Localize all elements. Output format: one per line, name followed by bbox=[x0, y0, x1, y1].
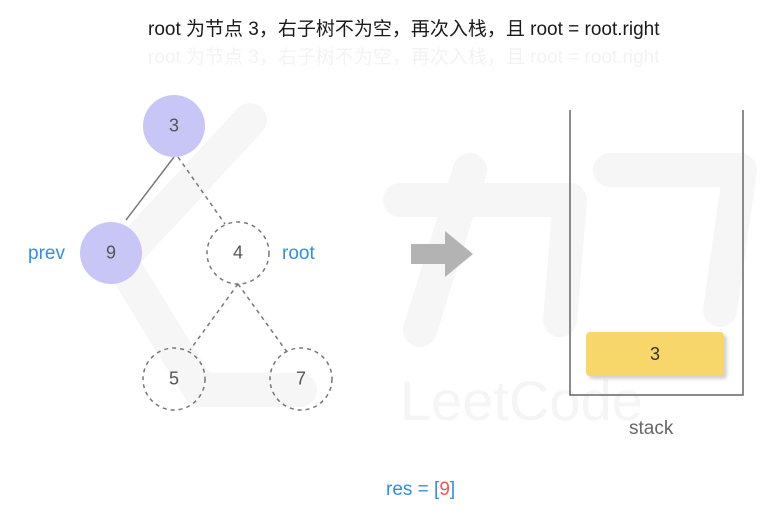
edge-4-7 bbox=[237, 283, 288, 353]
tree-node-3 bbox=[143, 95, 205, 157]
right-arrow-icon bbox=[411, 231, 473, 277]
node-label-3: 3 bbox=[168, 115, 179, 136]
result-prefix: res = [ bbox=[386, 479, 440, 500]
stack-container bbox=[569, 110, 744, 396]
node-label-4: 4 bbox=[232, 242, 243, 263]
tree-node-5 bbox=[142, 347, 206, 411]
stack-item-value: 3 bbox=[649, 343, 660, 364]
edge-3-4 bbox=[177, 156, 226, 225]
stack-item: 3 bbox=[586, 332, 724, 376]
node-label-5: 5 bbox=[168, 368, 179, 389]
result-list: res = [9] bbox=[386, 479, 455, 501]
tree-node-9 bbox=[80, 222, 142, 284]
step-caption-echo: root 为节点 3，右子树不为空，再次入栈，且 root = root.rig… bbox=[148, 47, 660, 68]
edge-4-5 bbox=[189, 283, 239, 351]
root-pointer-label: root bbox=[282, 243, 315, 264]
stack-label: stack bbox=[629, 418, 674, 439]
result-value: 9 bbox=[439, 479, 450, 500]
node-label-9: 9 bbox=[105, 242, 116, 263]
edge-3-9 bbox=[125, 156, 175, 221]
node-label-7: 7 bbox=[295, 368, 306, 389]
tree-node-4 bbox=[206, 221, 270, 285]
step-caption: root 为节点 3，右子树不为空，再次入栈，且 root = root.rig… bbox=[148, 19, 660, 40]
svg-text:LeetCode: LeetCode bbox=[400, 369, 643, 432]
result-suffix: ] bbox=[449, 479, 456, 500]
tree-node-7 bbox=[269, 347, 333, 411]
prev-pointer-label: prev bbox=[28, 243, 65, 264]
